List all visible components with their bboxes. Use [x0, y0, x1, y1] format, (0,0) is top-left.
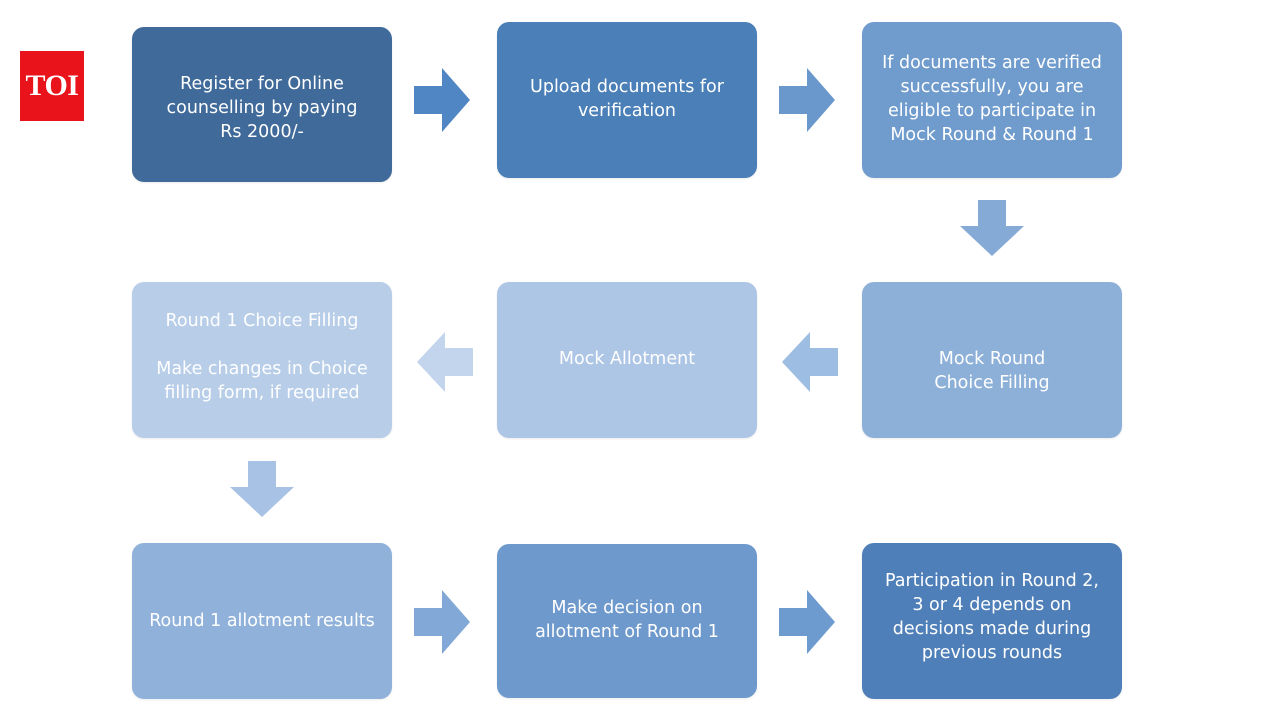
toi-logo: TOI: [20, 51, 84, 121]
arrow-down-icon: [960, 200, 1024, 256]
step-round1-results-box: Round 1 allotment results: [132, 543, 392, 699]
step-mock-round-text: Mock Round Choice Filling: [934, 349, 1050, 393]
step-mock-round-box: Mock Round Choice Filling: [862, 282, 1122, 438]
arrow-right-icon: [414, 68, 470, 132]
arrow-down-icon: [230, 461, 294, 517]
step-round1-choice-text: Round 1 Choice Filling Make changes in C…: [156, 311, 368, 403]
step-upload-text: Upload documents for verification: [530, 77, 724, 121]
arrow-right-icon: [779, 68, 835, 132]
step-verified-text: If documents are verified successfully, …: [882, 53, 1102, 145]
step-verified-box: If documents are verified successfully, …: [862, 22, 1122, 178]
step-mock-allotment-text: Mock Allotment: [558, 349, 696, 369]
step-upload-box: Upload documents for verification: [497, 22, 757, 178]
step-decision-text: Make decision on allotment of Round 1: [535, 598, 719, 642]
step-register-text: Register for Online counselling by payin…: [166, 74, 358, 142]
step-decision-box: Make decision on allotment of Round 1: [497, 544, 757, 698]
arrow-left-icon: [782, 332, 838, 392]
arrow-right-icon: [779, 590, 835, 654]
step-participation-text: Participation in Round 2, 3 or 4 depends…: [885, 571, 1099, 663]
arrow-right-icon: [414, 590, 470, 654]
step-mock-allotment-box: Mock Allotment: [497, 282, 757, 438]
step-participation-box: Participation in Round 2, 3 or 4 depends…: [862, 543, 1122, 699]
step-register-box: Register for Online counselling by payin…: [132, 27, 392, 182]
step-round1-results-text: Round 1 allotment results: [149, 611, 375, 631]
arrow-left-icon: [417, 332, 473, 392]
step-round1-choice-box: Round 1 Choice Filling Make changes in C…: [132, 282, 392, 438]
